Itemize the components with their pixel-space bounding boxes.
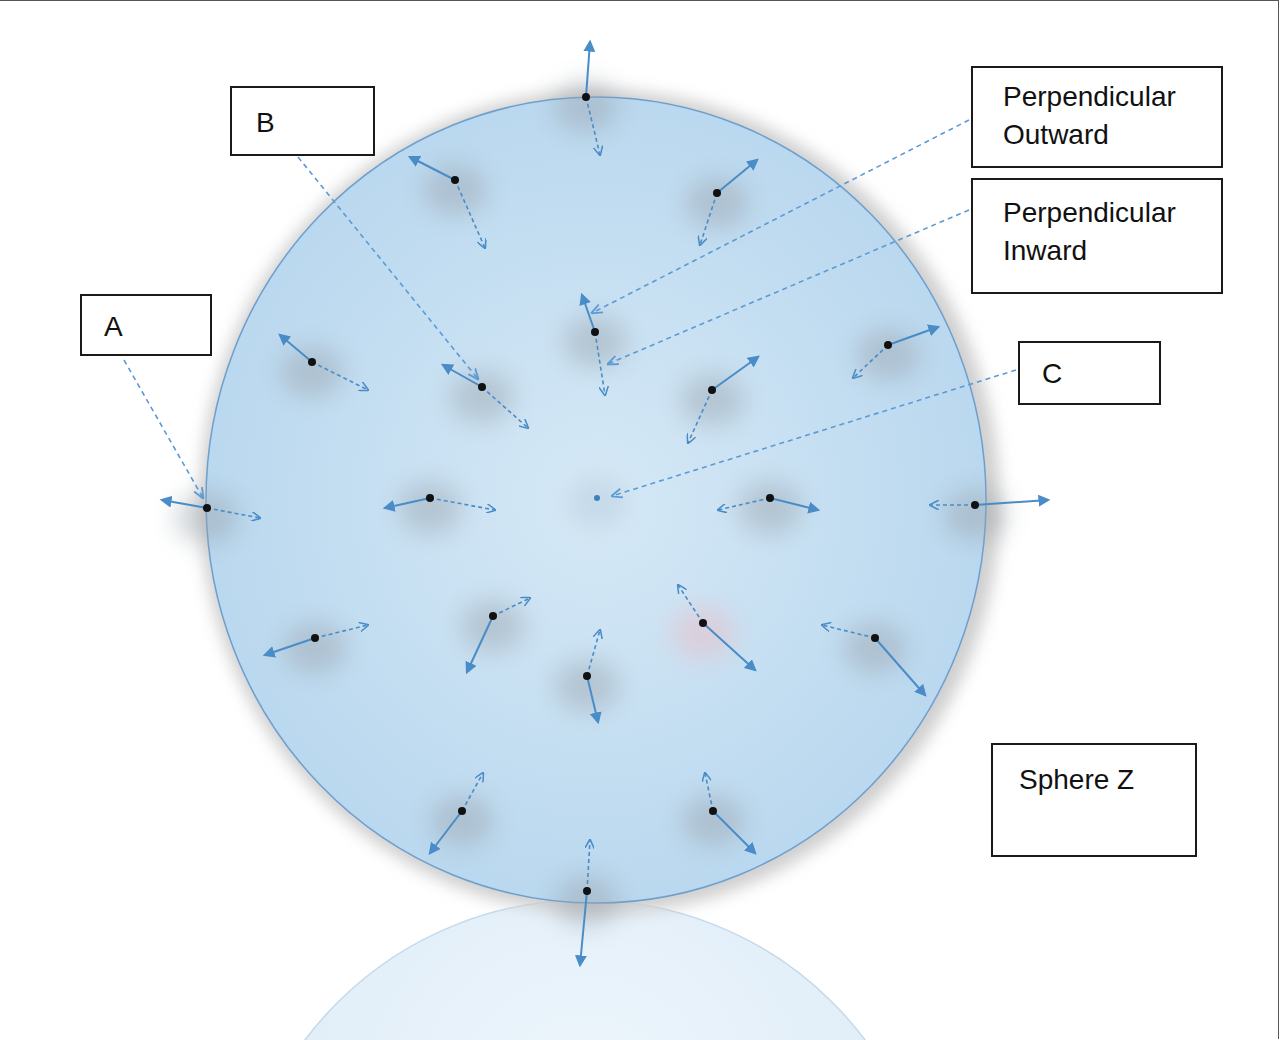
charge-dot — [591, 328, 599, 336]
label-text: Perpendicular Inward — [1003, 194, 1211, 270]
charge-dot — [713, 189, 721, 197]
label-box: B — [230, 86, 375, 156]
label-box: A — [80, 294, 212, 356]
dot-shadow — [738, 482, 802, 534]
dot-shadow — [567, 476, 627, 528]
outward-arrow — [410, 157, 455, 180]
sphere — [206, 97, 986, 903]
dot-shadow — [175, 492, 239, 544]
dot-shadow — [423, 164, 487, 216]
dot-shadow — [680, 374, 744, 426]
label-box: Perpendicular Inward — [971, 178, 1223, 294]
leader-line — [612, 370, 1016, 496]
label-text: A — [104, 308, 200, 346]
charge-dot — [709, 807, 717, 815]
dot-shadow — [280, 346, 344, 398]
inward-arrow — [688, 390, 712, 443]
inward-arrow — [207, 508, 260, 518]
leader-line — [298, 157, 478, 379]
inward-arrow — [705, 773, 713, 811]
leader-line — [592, 120, 969, 313]
charge-dot — [311, 634, 319, 642]
charge-dot — [458, 807, 466, 815]
outward-arrow — [717, 160, 757, 193]
outward-arrow — [162, 500, 207, 508]
inward-arrow — [312, 362, 368, 390]
label-box: Perpendicular Outward — [971, 66, 1223, 168]
outward-arrow — [975, 500, 1048, 505]
dot-shadow — [283, 622, 347, 674]
charge-dot — [203, 504, 211, 512]
dot-shadow — [685, 177, 749, 229]
charge-dot — [884, 341, 892, 349]
dot-shadow — [461, 600, 525, 652]
dot-shadow — [450, 371, 514, 423]
label-text: C — [1042, 355, 1149, 393]
dot-shadow — [398, 482, 462, 534]
inward-arrow — [822, 625, 875, 638]
inward-arrow — [586, 97, 600, 155]
outward-arrow — [713, 811, 755, 853]
outward-arrow — [712, 357, 758, 390]
outward-arrow — [430, 811, 462, 853]
inward-arrow — [493, 598, 530, 616]
inward-arrow — [700, 193, 717, 245]
inward-arrow — [462, 773, 483, 811]
label-box: C — [1018, 341, 1161, 405]
sphere-shadow — [200, 90, 1000, 914]
label-text: B — [256, 104, 363, 142]
charge-dot — [308, 358, 316, 366]
outward-arrow — [770, 498, 818, 510]
inward-arrow — [718, 498, 770, 510]
outward-arrow — [580, 891, 587, 965]
inward-arrow — [315, 625, 368, 638]
outward-arrow — [587, 676, 598, 722]
dot-shadow — [671, 607, 735, 659]
outward-arrow — [265, 638, 315, 655]
inward-arrow — [482, 387, 528, 428]
inward-arrow — [455, 180, 485, 248]
label-text: Perpendicular Outward — [1003, 78, 1211, 154]
charge-dot — [489, 612, 497, 620]
inward-arrow — [587, 840, 590, 891]
charge-dot — [583, 887, 591, 895]
charge-dot — [971, 501, 979, 509]
dot-shadow — [555, 660, 619, 712]
leader-line — [608, 210, 969, 364]
charge-dot — [582, 93, 590, 101]
label-text: Sphere Z — [1019, 761, 1185, 799]
outward-arrow — [280, 335, 312, 362]
inward-arrow — [595, 332, 605, 395]
charge-dot — [766, 494, 774, 502]
outward-arrow — [582, 295, 595, 332]
outward-arrow — [385, 498, 430, 508]
charge-dot — [708, 386, 716, 394]
inward-arrow — [930, 504, 975, 506]
title-box: Sphere Z — [991, 743, 1197, 857]
outward-arrow — [467, 616, 493, 672]
outward-arrow — [703, 623, 755, 670]
charge-dot — [478, 383, 486, 391]
dot-shadow — [681, 795, 745, 847]
outward-arrow — [888, 327, 938, 345]
inward-arrow — [678, 585, 703, 623]
charge-dot — [426, 494, 434, 502]
charge-dot — [583, 672, 591, 680]
charge-dot — [451, 176, 459, 184]
inward-arrow — [430, 498, 495, 510]
dot-shadow — [943, 489, 1007, 541]
center-point — [594, 495, 600, 501]
charge-dot — [871, 634, 879, 642]
dot-shadow — [843, 622, 907, 674]
leader-line — [124, 360, 203, 498]
outward-arrow — [875, 638, 925, 695]
charge-dot — [699, 619, 707, 627]
outward-arrow — [586, 42, 590, 97]
inward-arrow — [853, 345, 888, 378]
inward-arrow — [587, 630, 600, 676]
